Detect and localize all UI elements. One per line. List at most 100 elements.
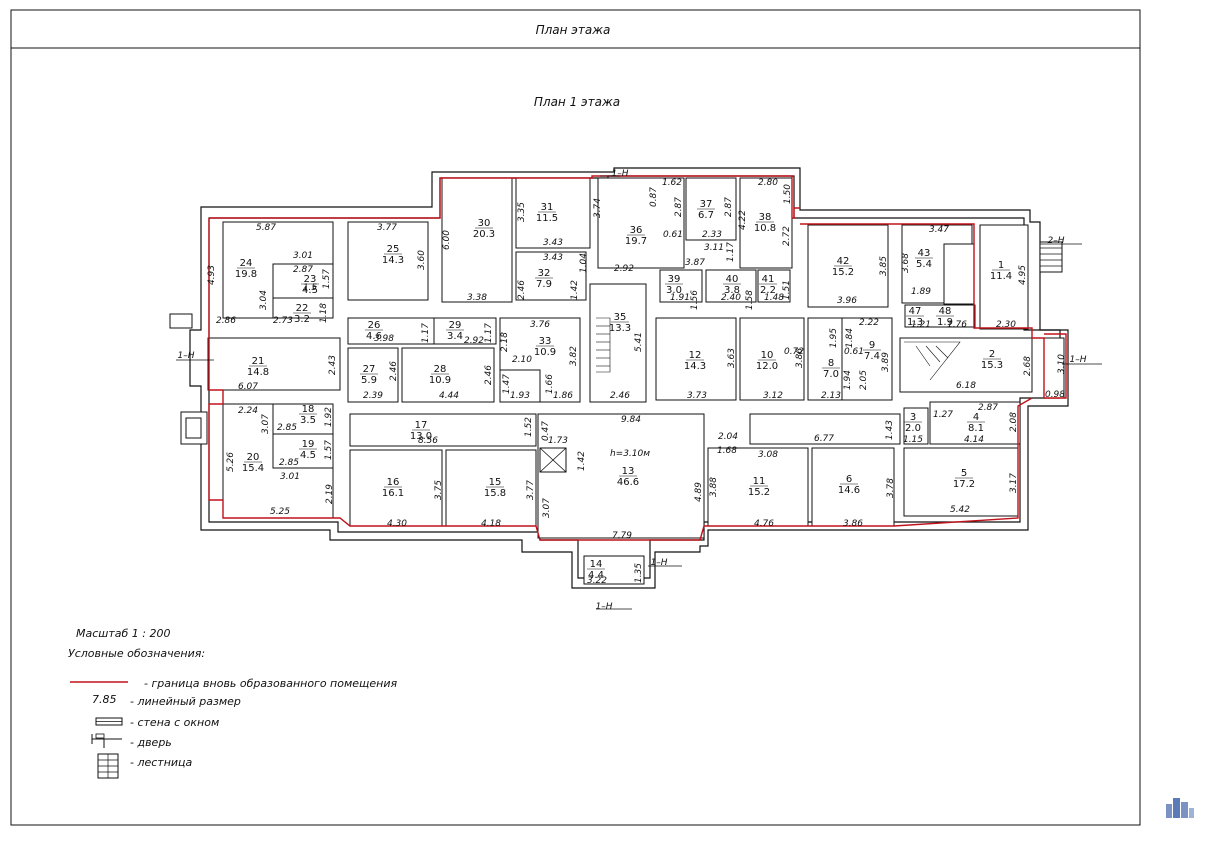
room-area: 4.5 — [300, 450, 316, 461]
room-area: 1.3 — [907, 317, 923, 328]
dimension-label: 1.57 — [322, 269, 332, 289]
room-label-27: 275.9 — [360, 364, 378, 386]
dimension-label: 8.56 — [418, 436, 438, 446]
room-area: 19.8 — [235, 269, 257, 280]
room-number: 19 — [302, 439, 315, 450]
dimension-label: 2.05 — [859, 370, 869, 390]
dimension-label: 1.42 — [577, 451, 587, 471]
room-number: 23 — [304, 274, 317, 285]
room-area: 8.1 — [968, 423, 984, 434]
dimension-label: 2.46 — [484, 365, 494, 385]
dimension-label: 4.76 — [754, 519, 774, 529]
dimension-label: 1.17 — [421, 323, 431, 343]
room-area: 3.0 — [666, 285, 682, 296]
dimension-label: 1.86 — [553, 391, 573, 401]
room-label-26: 264.6 — [365, 320, 383, 342]
room-area: 10.9 — [534, 347, 556, 358]
room-label-23: 234.5 — [301, 274, 319, 296]
dimension-label: 2.24 — [238, 406, 258, 416]
room-number: 24 — [240, 258, 253, 269]
dimension-label: 2.46 — [389, 361, 399, 381]
dimension-label: 2.46 — [517, 280, 527, 300]
section-mark-label: 1–Н — [1070, 355, 1087, 365]
dimension-label: 3.08 — [758, 450, 778, 460]
room-number: 12 — [689, 350, 702, 361]
dimension-label: 3.47 — [929, 225, 949, 235]
room-area: 3.8 — [724, 285, 740, 296]
dimension-label: 1.15 — [903, 435, 923, 445]
dimension-label: 2.08 — [1009, 412, 1019, 432]
dimension-label: 1.62 — [662, 178, 682, 188]
dimension-label: 1.21 — [911, 320, 931, 330]
dimension-label: 1.73 — [548, 436, 568, 446]
room-area: 4.4 — [588, 570, 604, 581]
room-area: 7.0 — [823, 369, 839, 380]
dimension-label: 3.74 — [593, 198, 603, 218]
dimension-label: 0.47 — [541, 421, 551, 441]
room-label-41: 412.2 — [759, 274, 777, 296]
room-number: 10 — [761, 350, 774, 361]
room-area: 4.5 — [302, 285, 318, 296]
room-area: 3.2 — [294, 314, 310, 325]
room-label-5: 517.2 — [953, 468, 975, 490]
dimension-label: 3.78 — [886, 478, 896, 498]
dimension-label: 4.22 — [738, 210, 748, 230]
room-number: 26 — [368, 320, 381, 331]
room-number: 27 — [363, 364, 376, 375]
section-mark-label: 1–Н — [612, 169, 629, 179]
room-area: 20.3 — [473, 229, 495, 240]
section-mark: 1–Н — [176, 351, 214, 361]
section-mark: 1–Н — [600, 169, 629, 179]
room-area: 11.4 — [990, 271, 1012, 282]
room-number: 22 — [296, 303, 309, 314]
room-area: 6.7 — [698, 210, 714, 221]
dimension-label: 4.95 — [1018, 265, 1028, 285]
room-number: 17 — [415, 420, 428, 431]
dimension-label: 4.93 — [207, 265, 217, 285]
room-label-14: 144.4 — [587, 559, 605, 581]
dimension-label: 2.72 — [782, 226, 792, 246]
stair-graphic — [596, 317, 961, 381]
room-number: 38 — [759, 212, 772, 223]
room-label-43: 435.4 — [915, 248, 933, 270]
dimension-label: 6.77 — [814, 434, 834, 444]
dimension-label: 3.77 — [526, 480, 536, 500]
room-area: 19.7 — [625, 236, 647, 247]
svg-text:- граница вновь образованного: - граница вновь образованного помещения — [144, 677, 398, 690]
room-area: 14.8 — [247, 367, 269, 378]
room-label-19: 194.5 — [299, 439, 317, 461]
room-number: 28 — [434, 364, 447, 375]
dimension-label: 3.98 — [374, 334, 394, 344]
room-number: 16 — [387, 477, 400, 488]
room-number: 20 — [247, 452, 260, 463]
room-number: 33 — [539, 336, 552, 347]
room-area: 3.4 — [447, 331, 463, 342]
room-number: 4 — [973, 412, 979, 423]
dimension-label: 2.33 — [702, 230, 722, 240]
dimension-label: 6.07 — [238, 382, 258, 392]
dimension-label: 1.95 — [829, 328, 839, 348]
dimension-label: 1.58 — [745, 290, 755, 310]
dimension-label: 2.87 — [978, 403, 998, 413]
room-number: 37 — [700, 199, 713, 210]
room-label-48: 481.9 — [936, 306, 954, 328]
dimension-label: 3.86 — [843, 519, 863, 529]
dimension-label: 1.89 — [911, 287, 931, 297]
section-mark-label: 1–Н — [596, 602, 613, 612]
room-area: 17.2 — [953, 479, 975, 490]
sheet-title: План этажа — [536, 23, 611, 37]
section-mark: 2–Н — [1040, 236, 1082, 246]
dimension-label: 3.75 — [434, 480, 444, 500]
dimension-label: 2.87 — [674, 197, 684, 217]
dimension-label: 5.42 — [950, 505, 970, 515]
room-label-22: 223.2 — [293, 303, 311, 325]
dimension-label: 2.92 — [464, 336, 484, 346]
